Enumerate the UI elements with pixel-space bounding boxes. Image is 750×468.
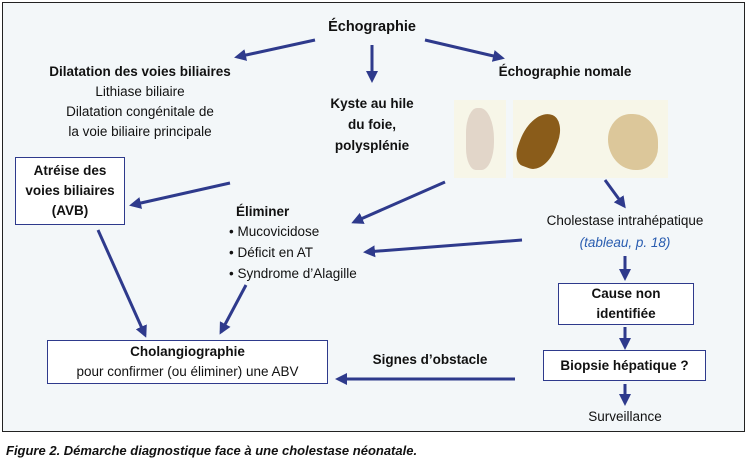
eliminer-item: • Syndrome d’Alagille	[229, 266, 357, 281]
tableau-reference-link[interactable]: (tableau, p. 18)	[579, 235, 671, 250]
box-atresie: Atréise des voies biliaires (AVB)	[15, 157, 125, 225]
arrow-cholestase-to-eliminer	[363, 238, 523, 258]
node-surveillance: Surveillance	[588, 409, 662, 424]
gallstone-photo-2	[512, 100, 668, 178]
eliminer-item: • Mucovicidose	[229, 224, 320, 239]
dilatation-line: Dilatation congénitale de	[66, 104, 214, 119]
arrow-echo-to-dilatation	[234, 38, 316, 61]
arrow-atresie-to-cholangio	[96, 229, 147, 338]
cause-line: Cause non	[591, 286, 661, 301]
node-echographie-normale: Échographie nomale	[498, 64, 632, 79]
arrow-photo-to-cholestase	[603, 179, 626, 209]
node-cholestase: Cholestase intrahépatique	[546, 213, 704, 228]
kyste-line: polysplénie	[334, 138, 410, 153]
gallstone-photo-1	[454, 100, 506, 178]
biopsie-label: Biopsie hépatique ?	[560, 357, 689, 373]
dilatation-title: Dilatation des voies biliaires	[49, 64, 231, 79]
node-signes-obstacle: Signes d’obstacle	[372, 352, 488, 367]
kyste-line: Kyste au hile	[330, 96, 414, 111]
atresie-line: (AVB)	[51, 203, 89, 218]
cholangio-subtitle: pour confirmer (ou éliminer) une ABV	[76, 364, 299, 379]
arrow-photo-to-eliminer	[351, 180, 446, 224]
arrow-echo-to-normale	[424, 38, 505, 62]
eliminer-title: Éliminer	[236, 204, 290, 219]
cause-line: identifiée	[596, 306, 656, 321]
arrow-eliminer-to-cholangio	[219, 284, 248, 335]
atresie-line: Atréise des	[33, 163, 107, 178]
eliminer-item-label: Mucovicidose	[237, 224, 320, 239]
node-echographie: Échographie	[328, 19, 416, 35]
kyste-line: du foie,	[348, 117, 396, 132]
dilatation-line: Lithiase biliaire	[95, 84, 185, 99]
box-cause-non-identifiee: Cause non identifiée	[558, 283, 694, 325]
eliminer-item-label: Syndrome d’Alagille	[237, 266, 357, 281]
atresie-line: voies biliaires	[25, 183, 115, 198]
arrow-kyste-to-atresie	[129, 181, 231, 209]
box-cholangiographie: Cholangiographie pour confirmer (ou élim…	[47, 340, 328, 384]
cholangio-title: Cholangiographie	[130, 344, 245, 359]
eliminer-item: • Déficit en AT	[229, 245, 314, 260]
figure-caption: Figure 2. Démarche diagnostique face à u…	[6, 443, 418, 458]
dilatation-line: la voie biliaire principale	[68, 124, 212, 139]
box-biopsie: Biopsie hépatique ?	[543, 350, 706, 381]
eliminer-item-label: Déficit en AT	[237, 245, 314, 260]
